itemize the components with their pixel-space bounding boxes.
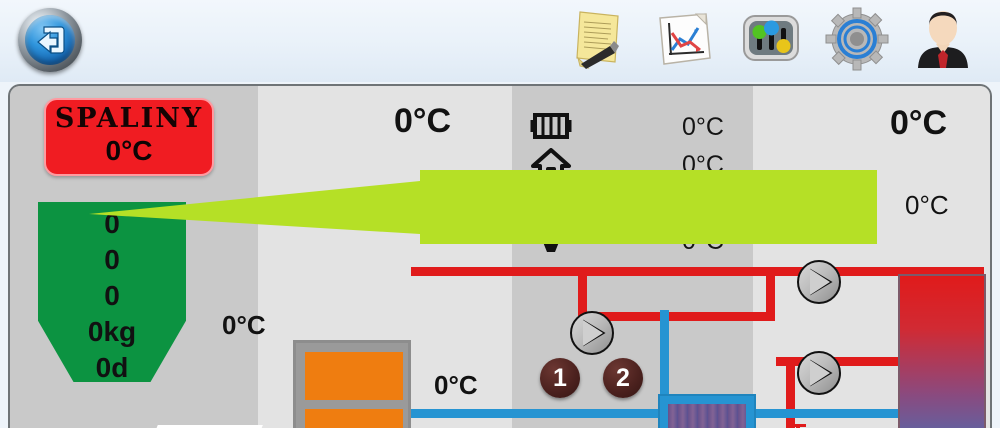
back-exit-icon[interactable] [18, 8, 82, 72]
supply-pipe-buffer-mid [776, 357, 984, 366]
valve-icon[interactable] [788, 424, 810, 428]
circuit-temperature: 0°C [682, 113, 724, 141]
circuit-button-2[interactable]: 2 [603, 358, 643, 398]
buffer-tank[interactable] [898, 274, 986, 428]
return-temperature: 0°C [434, 370, 478, 400]
supply-pipe-main [411, 267, 984, 276]
heat-exchanger[interactable] [658, 394, 756, 428]
boiler-temperature: 0°C [394, 102, 452, 140]
circuit-temperature: 0°C [682, 227, 724, 255]
boiler-body[interactable] [293, 340, 411, 428]
supply-pipe-buffer-drop [786, 357, 795, 428]
control-sliders-glyph [743, 15, 799, 61]
pump-impeller-icon [810, 268, 833, 296]
user-admin-glyph [918, 11, 968, 68]
circuit-button-1[interactable]: 1 [540, 358, 580, 398]
circuit-row-tank[interactable]: 0°C [530, 224, 730, 260]
pump-buffer-bottom[interactable] [797, 351, 841, 395]
chart-graph-icon[interactable] [652, 6, 718, 72]
hopper-value-days: 0d [95, 352, 129, 383]
boiler-tank-icon [534, 224, 568, 252]
pump-circuit-1[interactable] [570, 311, 614, 355]
back-exit-glyph [37, 26, 65, 54]
supply-pipe-branch-circuit1 [578, 267, 587, 321]
house-icon [531, 148, 571, 181]
flame-block [305, 409, 403, 428]
supply-pipe-circuit1 [578, 312, 768, 321]
circuit-row-radiator[interactable]: 0°C [530, 110, 730, 146]
supply-pipe-riser [766, 270, 775, 321]
hopper-value-1: 0 [104, 208, 120, 239]
floor-heating-icon [532, 192, 570, 215]
pump-buffer-top[interactable] [797, 260, 841, 304]
flame-block [305, 352, 403, 400]
user-admin-icon[interactable] [910, 6, 976, 72]
circuit-row-house[interactable]: 0°C [530, 148, 730, 184]
notes-document-glyph [576, 11, 619, 69]
return-pipe-exchanger [660, 310, 669, 416]
hopper-value-weight: 0kg [87, 316, 137, 347]
fuel-hopper-values: 0 0 0 0kg 0d [38, 202, 186, 388]
control-sliders-icon[interactable] [738, 6, 804, 72]
app-header [0, 0, 1000, 82]
hopper-value-3: 0 [104, 280, 120, 311]
circuit-temperature: 0°C [682, 189, 724, 217]
heat-exchanger-core [668, 404, 746, 428]
flue-gas-title: SPALINY [54, 103, 204, 134]
buffer-mid-temperature: 0°C [905, 190, 949, 220]
pump-impeller-icon [583, 319, 606, 347]
hydraulic-schematic-panel: SPALINY 0°C 0 0 0 0kg 0d [8, 84, 992, 428]
flue-gas-temperature: 0°C [105, 135, 153, 166]
pump-impeller-icon [810, 359, 833, 387]
notes-document-icon[interactable] [566, 6, 632, 72]
chart-graph-glyph [659, 13, 711, 65]
circuit-temperature: 0°C [682, 151, 724, 179]
hopper-value-2: 0 [104, 244, 120, 275]
flue-gas-badge[interactable]: SPALINY 0°C [44, 98, 214, 176]
gear-settings-glyph [825, 7, 889, 71]
buffer-top-temperature: 0°C [890, 104, 948, 142]
feeder-temperature: 0°C [222, 310, 266, 340]
gear-settings-icon[interactable] [824, 6, 890, 72]
radiator-icon [530, 113, 572, 139]
circuit-row-floor[interactable]: 0°C [530, 186, 730, 222]
